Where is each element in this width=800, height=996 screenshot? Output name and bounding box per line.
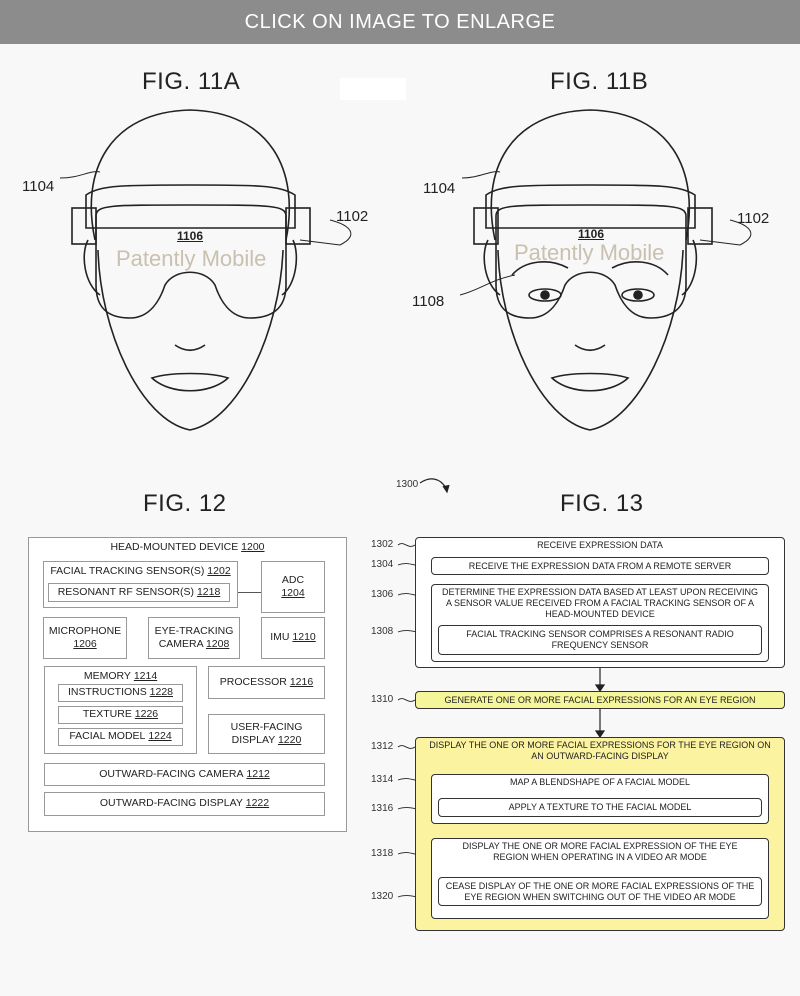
connector-line <box>238 592 261 593</box>
step-1320-box: CEASE DISPLAY OF THE ONE OR MORE FACIAL … <box>438 877 762 906</box>
outward-facing-camera-box: OUTWARD-FACING CAMERA 1212 <box>44 763 325 786</box>
ref-1306: 1306 <box>371 589 394 600</box>
ref-1318: 1318 <box>371 848 394 859</box>
step-1316-box: APPLY A TEXTURE TO THE FACIAL MODEL <box>438 798 762 817</box>
ref-1316: 1316 <box>371 803 394 814</box>
ref-1104-b: 1104 <box>423 180 456 197</box>
fig12-title: FIG. 12 <box>143 490 227 517</box>
eye-tracking-camera-box: EYE-TRACKING CAMERA 1208 <box>148 617 240 659</box>
ref-1102-b: 1102 <box>737 210 770 227</box>
processor-box: PROCESSOR 1216 <box>208 666 325 699</box>
fig11a-head-drawing <box>59 109 352 431</box>
ref-1300: 1300 <box>396 479 419 490</box>
ref-1108: 1108 <box>412 293 445 310</box>
ref-1102-a: 1102 <box>336 208 369 225</box>
instructions-box: INSTRUCTIONS 1228 <box>58 684 183 702</box>
fig11a-title: FIG. 11A <box>142 68 241 95</box>
ref-1304: 1304 <box>371 559 394 570</box>
ref-1320: 1320 <box>371 891 394 902</box>
fig13-title: FIG. 13 <box>560 490 644 517</box>
step-1308-box: FACIAL TRACKING SENSOR COMPRISES A RESON… <box>438 625 762 655</box>
fig11b-title: FIG. 11B <box>550 68 649 95</box>
ref-1314: 1314 <box>371 774 394 785</box>
watermark-a: Patently Mobile <box>116 246 267 271</box>
facial-model-box: FACIAL MODEL 1224 <box>58 728 183 746</box>
ref-1308: 1308 <box>371 626 394 637</box>
step-1310-box: GENERATE ONE OR MORE FACIAL EXPRESSIONS … <box>415 691 785 709</box>
imu-box: IMU 1210 <box>261 617 325 659</box>
ref-1106-b: 1106 <box>578 227 605 241</box>
ref-1310: 1310 <box>371 694 394 705</box>
ref-1312: 1312 <box>371 741 394 752</box>
enlarge-banner[interactable]: CLICK ON IMAGE TO ENLARGE <box>0 0 800 44</box>
step-1304-box: RECEIVE THE EXPRESSION DATA FROM A REMOT… <box>431 557 769 575</box>
user-facing-display-box: USER-FACING DISPLAY 1220 <box>208 714 325 754</box>
texture-box: TEXTURE 1226 <box>58 706 183 724</box>
face-illustrations <box>59 78 752 431</box>
resonant-rf-sensor-box: RESONANT RF SENSOR(S) 1218 <box>48 583 230 602</box>
fig11b-head-drawing <box>459 109 752 431</box>
ref-1104-a: 1104 <box>22 178 55 195</box>
ref-1302: 1302 <box>371 539 394 550</box>
ref-1106-a: 1106 <box>177 229 204 243</box>
outward-facing-display-box: OUTWARD-FACING DISPLAY 1222 <box>44 792 325 816</box>
watermark-b: Patently Mobile <box>514 240 665 265</box>
